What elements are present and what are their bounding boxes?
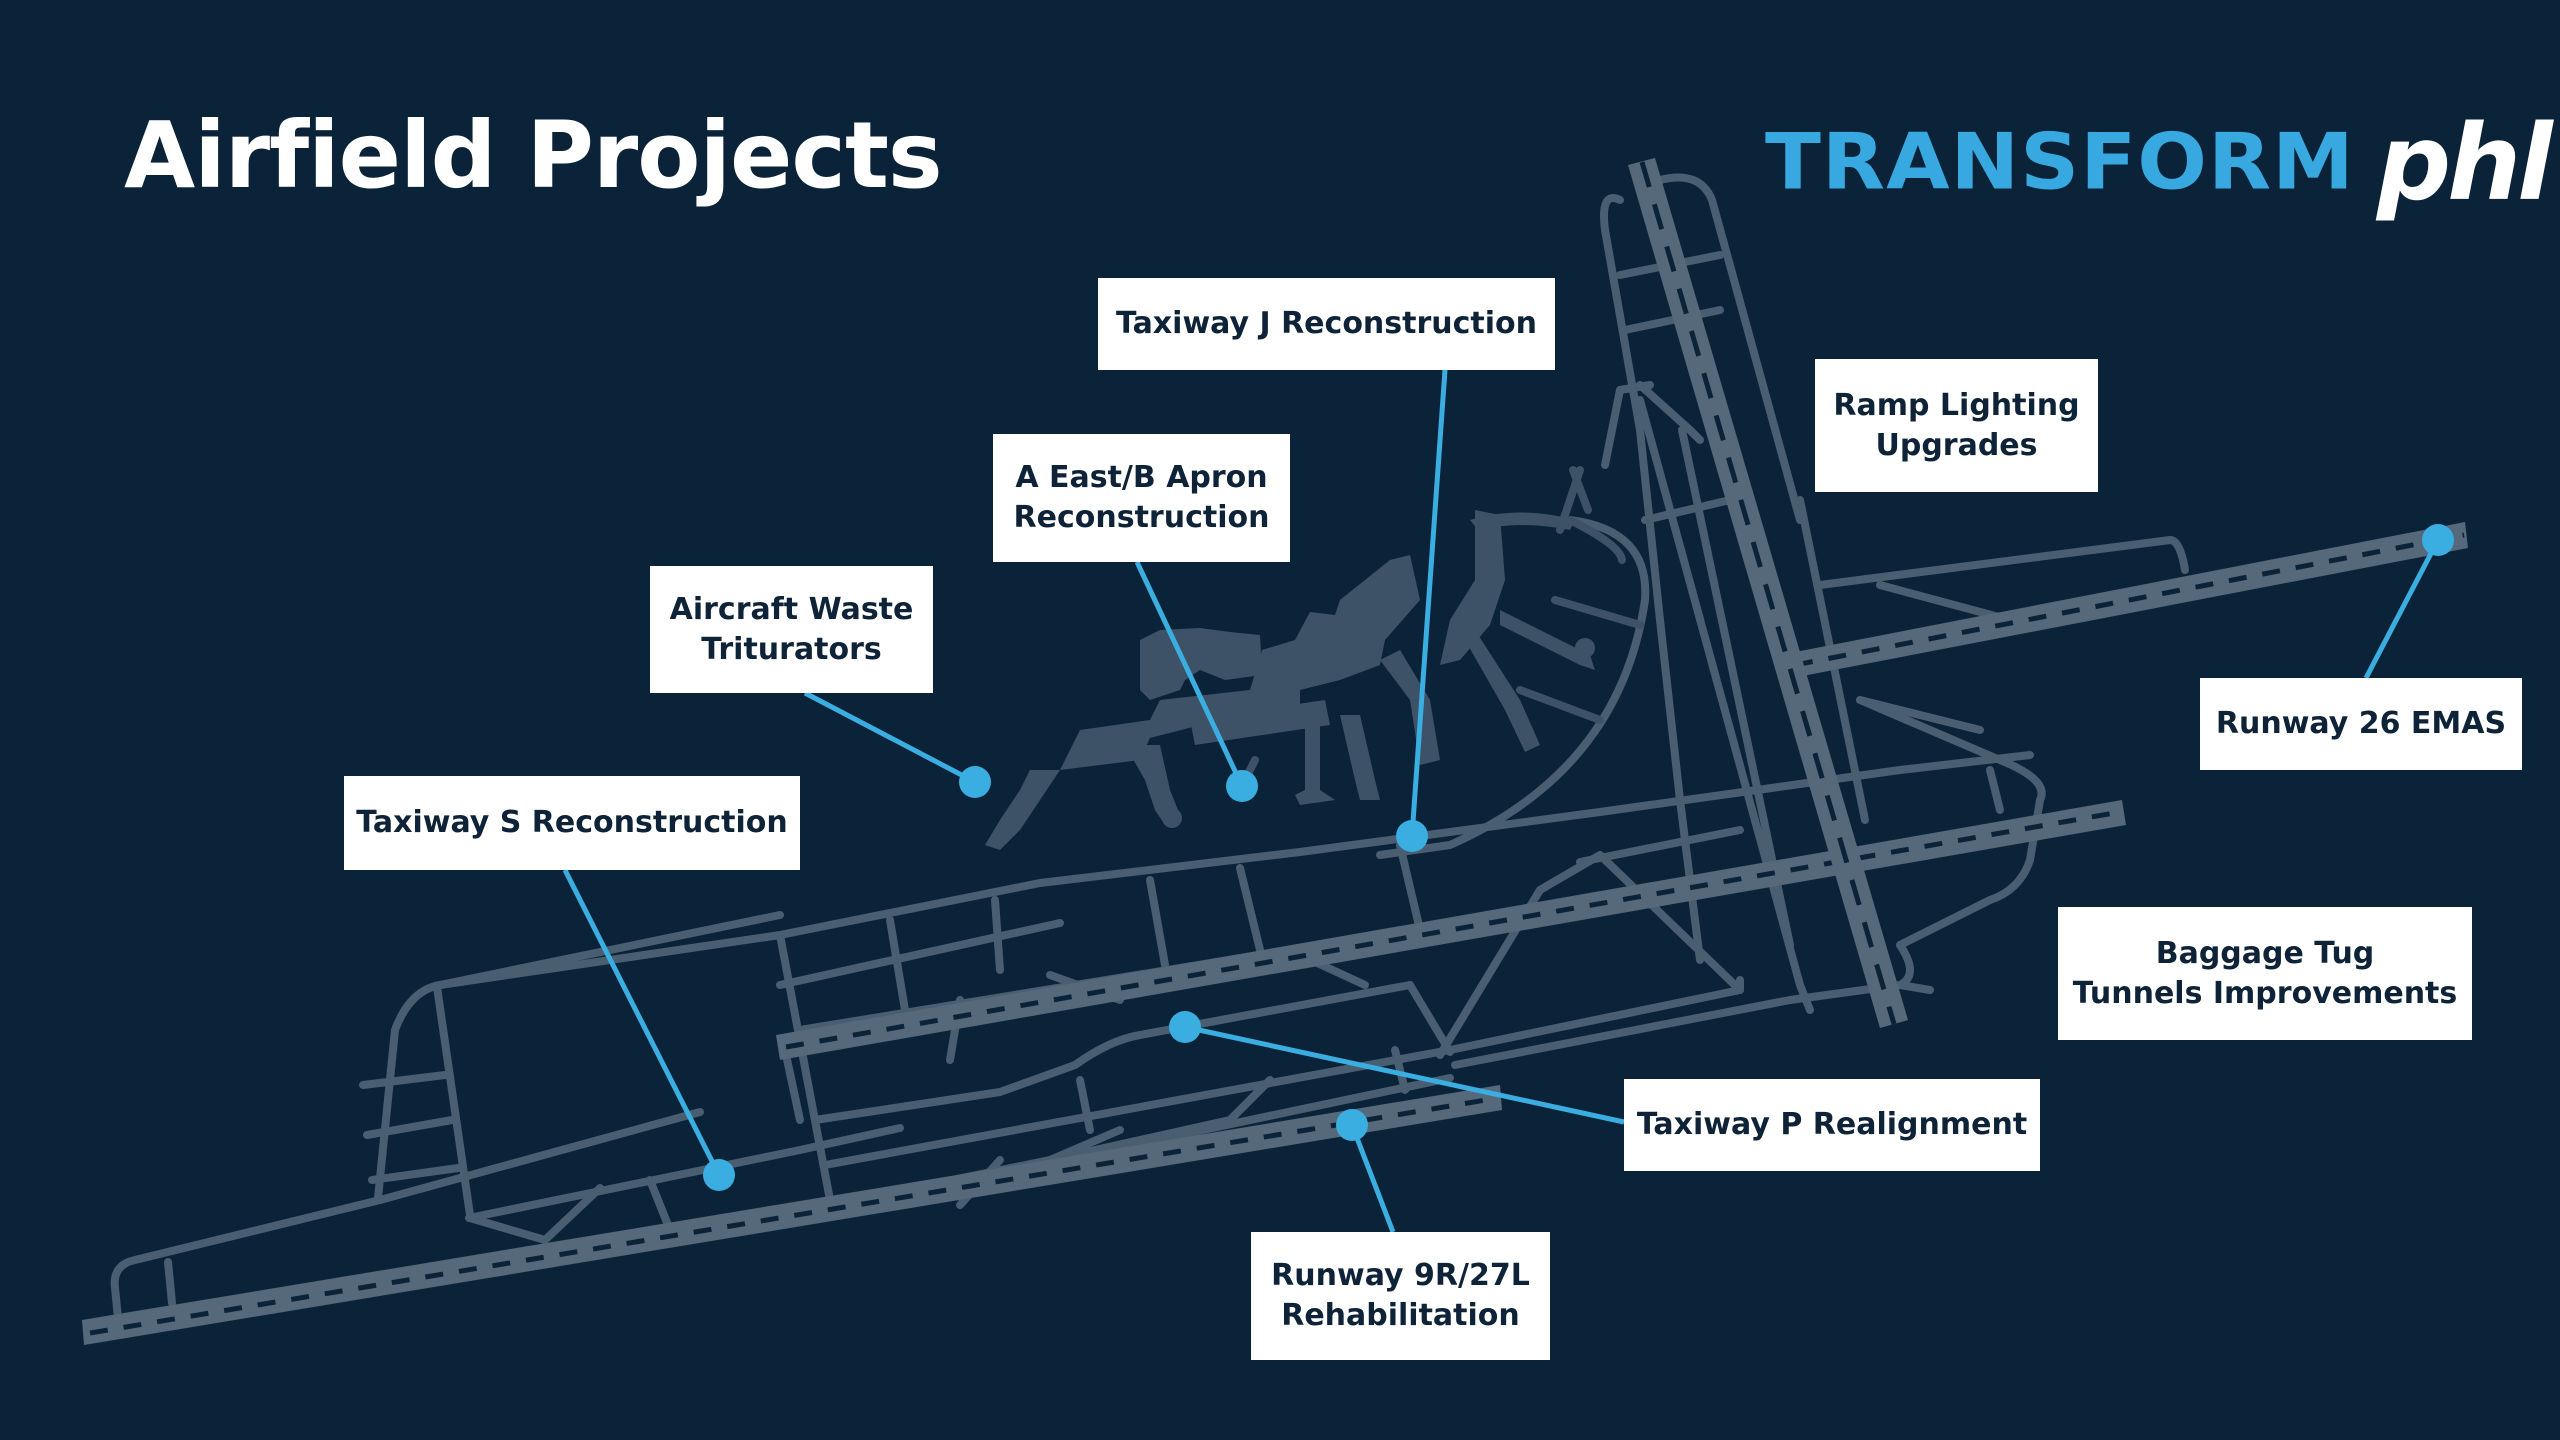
logo-phl: phl [2376,101,2553,224]
page-title: Airfield Projects [124,102,943,209]
marker-a-east-b-apron [1226,770,1258,802]
label-runway-26-emas[interactable]: Runway 26 EMAS [2200,678,2522,770]
label-text-line2: Tunnels Improvements [2072,975,2458,1011]
logo-wordmark: TRANSFORM [1765,116,2355,208]
runway-9l-27r [776,800,2126,1060]
label-runway-9r-27l-rehabilitation[interactable]: Runway 9R/27L Rehabilitation [1251,1232,1550,1360]
label-text-line2: Triturators [701,631,882,667]
runway-8-26 [1790,522,2468,678]
label-text: Taxiway J Reconstruction [1115,306,1538,341]
marker-runway-9r-27l [1336,1109,1368,1141]
marker-runway-26-emas [2422,524,2454,556]
project-markers [703,524,2454,1191]
label-text-line2: Rehabilitation [1281,1298,1520,1333]
terminal-piers [1236,466,1644,794]
marker-aircraft-waste [959,766,991,798]
label-taxiway-j-reconstruction[interactable]: Taxiway J Reconstruction [1098,278,1555,370]
marker-taxiway-s [703,1159,735,1191]
label-taxiway-p-realignment[interactable]: Taxiway P Realignment [1624,1079,2040,1171]
label-aircraft-waste-triturators[interactable]: Aircraft Waste Triturators [650,566,933,693]
label-baggage-tug-tunnels-improvements[interactable]: Baggage Tug Tunnels Improvements [2058,907,2472,1040]
label-text-line1: A East/B Apron [1015,460,1268,495]
label-text-line1: Baggage Tug [2155,935,2375,971]
label-text: Taxiway S Reconstruction [356,805,788,840]
marker-taxiway-p [1169,1011,1201,1043]
label-taxiway-s-reconstruction[interactable]: Taxiway S Reconstruction [344,776,800,870]
marker-taxiway-j [1396,820,1428,852]
terminal-buildings [985,510,1595,850]
label-text: Taxiway P Realignment [1636,1107,2028,1142]
transform-phl-logo: TRANSFORM phl [1765,100,2553,225]
label-text-line1: Ramp Lighting [1833,387,2080,423]
label-text: Runway 26 EMAS [2215,706,2507,741]
label-ramp-lighting-upgrades[interactable]: Ramp Lighting Upgrades [1815,359,2098,492]
runway-17-35 [1628,158,1908,1028]
label-text-line1: Runway 9R/27L [1271,1258,1530,1293]
leader-lines [562,369,2441,1233]
label-text-line1: Aircraft Waste [669,591,914,627]
label-text-line2: Reconstruction [1013,500,1270,535]
label-text-line2: Upgrades [1875,427,2038,463]
label-a-east-b-apron-reconstruction[interactable]: A East/B Apron Reconstruction [993,434,1290,562]
